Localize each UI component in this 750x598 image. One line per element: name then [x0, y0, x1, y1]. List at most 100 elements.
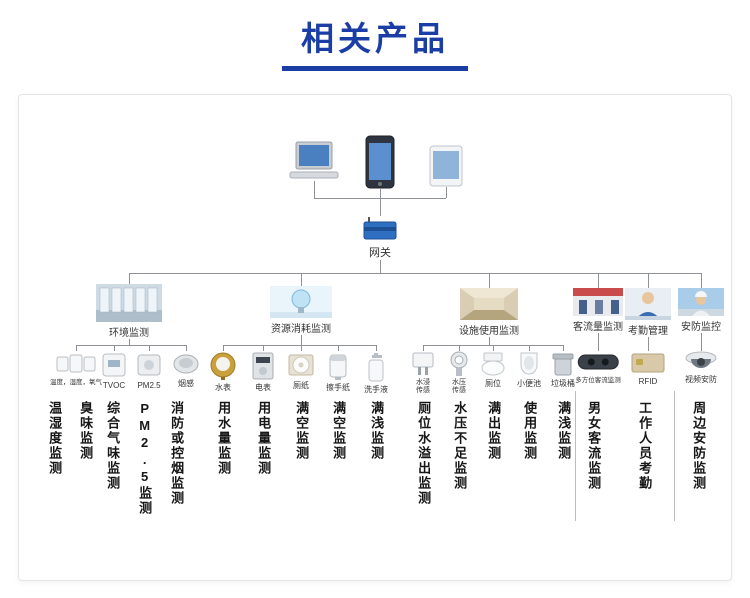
ceiling-flow-sensor-icon: [577, 354, 619, 370]
device-rfid: RFID: [630, 351, 666, 387]
device-label: RFID: [637, 377, 659, 387]
multi-sensor-icon: [56, 354, 96, 373]
category-environment: 环境监测: [96, 284, 162, 339]
function-label: 满空监测: [331, 401, 347, 461]
diagram-card: 网关 环境监测 资源消耗监测: [18, 94, 732, 581]
function-label: 用电量监测: [256, 401, 272, 476]
device-toilet-paper: 厕纸: [287, 351, 315, 391]
category-label: 客流量监测: [573, 318, 623, 333]
device-label: 洗手液: [363, 385, 389, 395]
connector-line: [76, 345, 77, 351]
electric-meter-icon: [252, 352, 274, 380]
device-trash-bin: 垃圾桶: [550, 351, 576, 389]
connector-line: [648, 334, 649, 351]
function-label: 温湿度监测: [47, 401, 63, 476]
laptop-node: [288, 141, 340, 181]
function-label: 综合气味监测: [105, 401, 121, 491]
category-resource-consumption: 资源消耗监测: [270, 286, 332, 335]
device-hand-soap: 洗手液: [363, 351, 389, 395]
pm25-detector-icon: [137, 354, 161, 376]
device-tvoc: TVOC: [100, 351, 128, 391]
title-underline: [282, 66, 468, 71]
category-attendance: 考勤管理: [625, 288, 671, 337]
smartphone-icon: [365, 135, 395, 189]
group-separator-line: [674, 391, 675, 521]
main-bus-line: [129, 273, 701, 274]
device-label: 烟感: [177, 379, 195, 389]
category-security: 安防监控: [678, 288, 724, 333]
soap-bottle-icon: [368, 353, 384, 382]
device-label: 小便池: [516, 379, 542, 389]
connector-line: [423, 345, 424, 351]
device-smoke-sensor: 烟感: [171, 351, 201, 389]
device-toilet-stall: 厕位: [479, 351, 507, 389]
function-label: 使用监测: [522, 401, 538, 461]
tablet-icon: [429, 145, 463, 187]
function-label: 工作人员考勤: [637, 401, 653, 491]
connector-line: [493, 345, 494, 351]
device-urinal: 小便池: [516, 351, 542, 389]
connector-line: [186, 345, 187, 351]
laptop-icon: [289, 141, 339, 179]
toilet-icon: [481, 352, 505, 376]
device-water-meter: 水表: [208, 351, 238, 393]
device-water-leak-sensor: 水浸传感: [409, 351, 437, 396]
tvoc-detector-icon: [102, 353, 126, 377]
security-guard-icon: [678, 288, 724, 316]
connector-line: [376, 345, 377, 351]
device-label: 水表: [214, 383, 232, 393]
device-label: 厕位: [484, 379, 502, 389]
category-label: 资源消耗监测: [271, 320, 331, 335]
water-pressure-sensor-icon: [450, 351, 468, 376]
connector-line: [223, 345, 376, 346]
connector-line: [129, 273, 130, 284]
device-label: 水压传感: [448, 379, 470, 396]
tablet-node: [427, 145, 465, 187]
device-label: PM2.5: [136, 381, 162, 391]
connector-line: [76, 345, 186, 346]
water-leak-sensor-icon: [412, 352, 434, 375]
connector-line: [446, 187, 447, 198]
connector-line: [563, 345, 564, 351]
device-electric-meter: 电表: [249, 351, 277, 393]
hallway-icon: [460, 288, 518, 320]
paper-dispenser-icon: [329, 354, 347, 380]
gateway-label: 网关: [367, 244, 393, 260]
function-label: 满出监测: [486, 401, 502, 461]
smoke-detector-icon: [173, 354, 199, 374]
device-pm25: PM2.5: [135, 351, 163, 391]
page-title: 相关产品: [301, 20, 449, 57]
function-label: PM2.5监测: [137, 401, 153, 516]
function-label: 用水量监测: [216, 401, 232, 476]
connector-line: [489, 334, 490, 345]
connector-line: [701, 273, 702, 288]
category-passenger-flow: 客流量监测: [573, 288, 623, 333]
function-label: 周边安防监测: [691, 401, 707, 491]
connector-line: [263, 345, 264, 351]
device-video-camera: 视频安防: [683, 351, 719, 385]
rfid-card-icon: [631, 353, 665, 373]
device-water-pressure-sensor: 水压传感: [445, 351, 473, 396]
device-label: 电表: [254, 383, 272, 393]
connector-line: [598, 330, 599, 351]
device-label: 视频安防: [684, 375, 718, 385]
function-label: 满浅监测: [556, 401, 572, 461]
office-worker-icon: [625, 288, 671, 320]
water-meter-icon: [210, 352, 236, 380]
category-label: 考勤管理: [628, 322, 668, 337]
dome-camera-icon: [685, 351, 717, 368]
toilet-paper-icon: [288, 354, 314, 376]
connector-line: [701, 330, 702, 351]
phone-node: [362, 135, 398, 189]
trash-bin-icon: [552, 353, 574, 376]
function-label: 厕位水溢出监测: [416, 401, 432, 506]
device-label: 擦手纸: [325, 383, 351, 393]
device-label: 垃圾桶: [550, 379, 576, 389]
connector-line: [338, 345, 339, 351]
connector-line: [380, 257, 381, 273]
connector-line: [380, 189, 381, 216]
function-label: 水压不足监测: [452, 401, 468, 491]
device-label: 水浸传感: [412, 379, 434, 396]
device-label: 厕纸: [292, 381, 310, 391]
